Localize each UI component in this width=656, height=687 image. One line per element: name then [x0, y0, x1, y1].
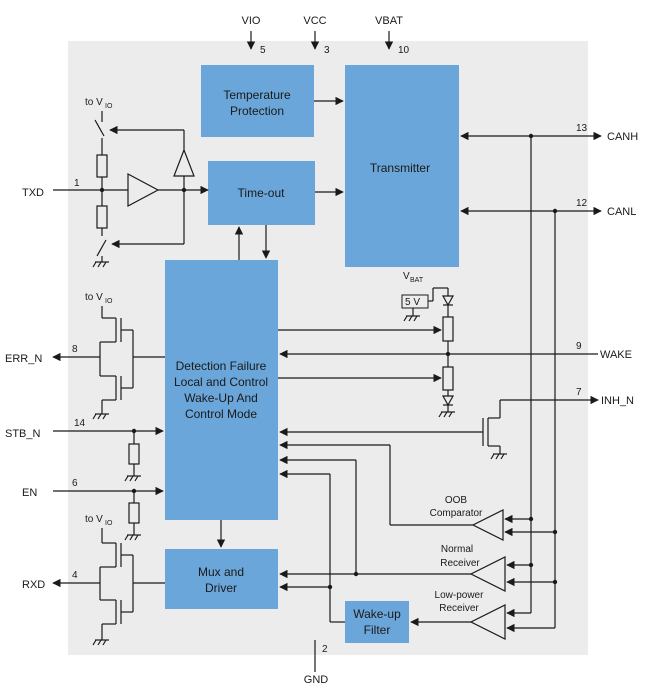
svg-text:IO: IO — [105, 103, 113, 110]
svg-text:CANH: CANH — [607, 131, 638, 143]
mux-label-1: Mux and — [198, 565, 244, 579]
detection-label-3: Wake-Up And — [184, 391, 258, 405]
svg-text:5 V: 5 V — [405, 297, 420, 308]
svg-text:STB_N: STB_N — [5, 428, 41, 440]
svg-text:13: 13 — [576, 123, 588, 134]
svg-text:Low-power: Low-power — [435, 590, 485, 601]
svg-text:IO: IO — [105, 520, 113, 527]
timeout-label: Time-out — [238, 186, 286, 200]
svg-text:14: 14 — [74, 418, 86, 429]
svg-text:9: 9 — [576, 341, 582, 352]
transmitter-label: Transmitter — [370, 161, 430, 175]
low-power-receiver: Low-power Receiver — [410, 590, 555, 640]
svg-text:2: 2 — [322, 644, 328, 655]
detection-control-block — [165, 260, 278, 520]
txd-buffer — [109, 125, 209, 249]
timeout-block — [208, 161, 315, 225]
svg-text:OOB: OOB — [445, 495, 468, 506]
svg-text:GND: GND — [304, 674, 329, 686]
svg-text:3: 3 — [324, 45, 330, 56]
svg-text:Receiver: Receiver — [440, 558, 480, 569]
svg-text:ERR_N: ERR_N — [5, 353, 42, 365]
gnd-pin: 2 GND — [304, 640, 329, 686]
wakeup-filter-label-2: Filter — [364, 623, 391, 637]
svg-text:V: V — [403, 271, 410, 282]
svg-text:CANL: CANL — [607, 206, 636, 218]
svg-text:8: 8 — [72, 344, 78, 355]
svg-text:to V: to V — [85, 97, 103, 108]
svg-text:6: 6 — [72, 478, 78, 489]
vbat-reference: V BAT 5 V — [401, 271, 455, 418]
en-input: EN 6 — [22, 478, 164, 541]
svg-text:VCC: VCC — [303, 15, 326, 27]
svg-text:5: 5 — [260, 45, 266, 56]
svg-text:Normal: Normal — [441, 544, 473, 555]
temperature-protection-block — [201, 65, 314, 137]
inh-n-output: 7 INH_N — [279, 387, 634, 460]
svg-text:IO: IO — [105, 298, 113, 305]
svg-text:VIO: VIO — [242, 15, 261, 27]
normal-receiver: Normal Receiver — [279, 455, 558, 592]
temperature-label-1: Temperature — [223, 88, 291, 102]
svg-text:to V: to V — [85, 514, 103, 525]
wakeup-filter-block — [345, 601, 409, 643]
err-n-output: ERR_N 8 to V IO — [5, 292, 165, 420]
temperature-label-2: Protection — [230, 104, 284, 118]
wakeup-filter-label-1: Wake-up — [353, 607, 401, 621]
svg-text:1: 1 — [74, 178, 80, 189]
svg-text:7: 7 — [576, 387, 582, 398]
detection-label-2: Local and Control — [174, 375, 268, 389]
svg-text:EN: EN — [22, 487, 37, 499]
vbat-pin: VBAT 10 — [375, 15, 410, 56]
wake-input: 9 WAKE — [279, 341, 632, 361]
vcc-pin: VCC 3 — [303, 15, 330, 56]
svg-text:to V: to V — [85, 292, 103, 303]
vio-pin: VIO 5 — [242, 15, 266, 56]
oob-comparator: OOB Comparator — [279, 440, 558, 541]
txd-pull-network: to V IO — [85, 97, 113, 268]
mux-driver-block — [165, 549, 278, 609]
svg-text:Receiver: Receiver — [439, 603, 479, 614]
svg-text:Comparator: Comparator — [430, 508, 483, 519]
txd-input: TXD 1 — [22, 178, 128, 199]
svg-text:RXD: RXD — [22, 579, 45, 591]
detection-label-1: Detection Failure — [176, 359, 267, 373]
svg-text:WAKE: WAKE — [600, 349, 632, 361]
stb-n-input: STB_N 14 — [5, 418, 164, 482]
mux-label-2: Driver — [205, 581, 237, 595]
rxd-output: RXD 4 to V IO — [22, 514, 165, 646]
transmitter-block — [345, 65, 459, 267]
wakeup-filter-routing — [279, 469, 345, 623]
svg-text:TXD: TXD — [22, 187, 44, 199]
svg-text:INH_N: INH_N — [601, 395, 634, 407]
detection-label-4: Control Mode — [185, 407, 257, 421]
svg-text:VBAT: VBAT — [375, 15, 403, 27]
svg-text:BAT: BAT — [410, 277, 424, 284]
chip-panel — [68, 41, 588, 655]
svg-text:4: 4 — [72, 570, 78, 581]
svg-text:12: 12 — [576, 198, 588, 209]
svg-text:10: 10 — [398, 45, 410, 56]
